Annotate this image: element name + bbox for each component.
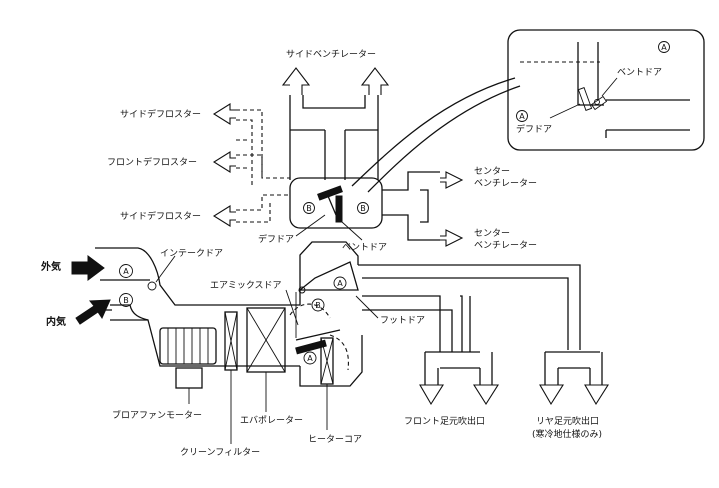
- intake-section: A B インテークドア 外気 内気: [40, 247, 300, 367]
- side-vent-duct: サイドベンチレーター: [281, 49, 390, 180]
- clean-filter-label: クリーンフィルター: [180, 447, 260, 458]
- rear-foot-note: (寒冷地仕様のみ): [532, 428, 602, 440]
- inset-def-door-label: デフドア: [516, 123, 552, 135]
- marker-b-text: B: [123, 296, 129, 305]
- marker-a-text: A: [307, 354, 313, 363]
- heater-core-label: ヒーターコア: [308, 434, 362, 445]
- outside-air-arrow: [71, 255, 105, 281]
- marker-a-mix: [303, 351, 317, 365]
- inside-air-arrow: [75, 299, 111, 325]
- front-foot-label: フロント足元吹出口: [404, 415, 485, 427]
- center-vent-top-label-1: センター: [474, 166, 510, 177]
- side-vent-label: サイドベンチレーター: [286, 49, 376, 60]
- center-vent-top-label-2: ベンチレーター: [474, 178, 537, 189]
- marker-b-intake: [119, 293, 133, 307]
- side-defroster-bottom-label: サイドデフロスター: [120, 210, 201, 222]
- marker-a-foot: [333, 276, 347, 290]
- main-housing: A B A エアミックスドア ヒーターコア フットドア: [210, 241, 425, 445]
- rear-foot-label: リヤ足元吹出口: [536, 415, 599, 427]
- center-vent-ducts: センター ベンチレーター センター ベンチレーター: [382, 166, 537, 251]
- def-door-label: デフドア: [258, 233, 294, 245]
- outside-air-label: 外気: [40, 260, 61, 273]
- center-vent-bottom-label-2: ベンチレーター: [474, 240, 537, 251]
- marker-a-inset-bottom: [516, 110, 528, 122]
- marker-a-inset-top: [658, 41, 670, 53]
- marker-b-text: B: [315, 301, 321, 310]
- foot-ducts: フロント足元吹出口 リヤ足元吹出口 (寒冷地仕様のみ): [358, 264, 609, 440]
- marker-a-intake: [119, 264, 133, 278]
- foot-door-label: フットドア: [380, 316, 425, 326]
- marker-b-mix: [311, 298, 325, 312]
- center-vent-bottom-label-1: センター: [474, 228, 510, 239]
- marker-a-text: A: [519, 112, 525, 121]
- inside-air-label: 内気: [46, 315, 66, 328]
- evaporator-label: エバポレーター: [240, 415, 303, 426]
- blower-motor-label: ブロアファンモーター: [112, 409, 202, 421]
- clean-filter: クリーンフィルター: [180, 311, 260, 458]
- marker-b-text: B: [306, 204, 312, 213]
- marker-b-text: B: [360, 204, 366, 213]
- inset-detail: A A ベントドア デフドア: [507, 29, 705, 151]
- side-defroster-top-label: サイドデフロスター: [120, 108, 201, 120]
- air-mix-door-label: エアミックスドア: [210, 280, 282, 291]
- vent-door-label: ベントドア: [342, 243, 387, 253]
- marker-b-def: [303, 202, 315, 214]
- door-box: B B デフドア ベントドア: [258, 177, 387, 253]
- defroster-ducts: サイドデフロスター フロントデフロスター サイドデフロスター: [107, 103, 290, 227]
- marker-a-text: A: [661, 43, 667, 52]
- intake-door-label: インテークドア: [160, 248, 223, 259]
- blower-assembly: ブロアファンモーター: [112, 327, 217, 421]
- evaporator: エバポレーター: [240, 307, 303, 426]
- marker-b-vent: [357, 202, 369, 214]
- inset-vent-door-label: ベントドア: [617, 68, 662, 78]
- front-defroster-label: フロントデフロスター: [107, 156, 197, 168]
- marker-a-text: A: [123, 267, 129, 276]
- marker-a-text: A: [337, 279, 343, 288]
